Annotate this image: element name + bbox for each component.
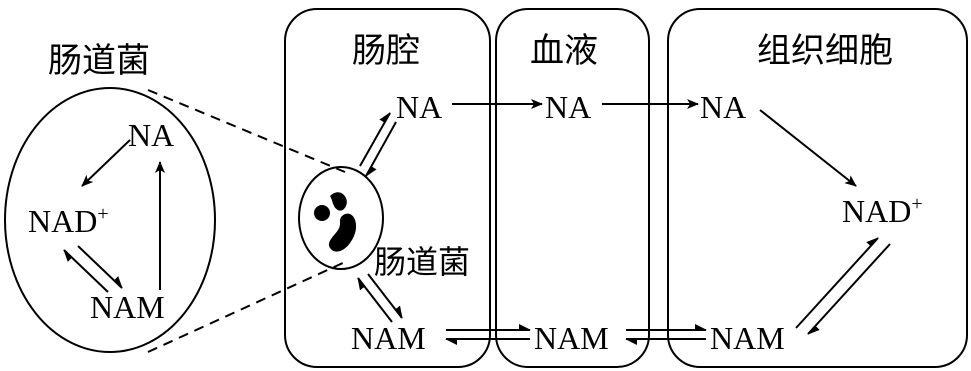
tissue-na-label: NA (700, 89, 746, 125)
blood-nam-label: NAM (534, 320, 609, 356)
lumen-nam-label: NAM (351, 320, 426, 356)
arrow-nad-to-nam-tissue (807, 243, 891, 335)
tissue-cells-label: 组织细胞 (757, 31, 893, 71)
left-nad-text: NAD (28, 203, 97, 239)
arrow-bacterium-to-na (359, 112, 391, 167)
zoom-line-top (147, 89, 346, 173)
bacterium-interior-icon (314, 192, 357, 252)
blood-label: 血液 (530, 31, 598, 71)
gut-bacterium-small (298, 166, 384, 270)
gut-bacteria-title: 肠道菌 (48, 41, 150, 81)
blood-box (495, 8, 650, 368)
left-nad-superscript: + (97, 203, 108, 225)
left-nam-label: NAM (90, 289, 165, 325)
tissue-nad-text: NAD (842, 193, 911, 229)
bacterium-label: 肠道菌 (374, 243, 470, 281)
arrow-na-to-nad-tissue (759, 109, 857, 187)
intestinal-lumen-box (284, 8, 491, 368)
arrow-na-to-nad-left (81, 139, 131, 187)
arrow-nam-to-nad-left (63, 249, 109, 293)
left-nad-label: NAD+ (28, 203, 109, 239)
left-na-label: NA (128, 117, 174, 153)
arrow-nad-to-nam-left (77, 245, 123, 289)
arrow-nam-to-bacterium (357, 277, 393, 323)
arrow-bacterium-to-nam (367, 273, 403, 319)
intestinal-lumen-label: 肠腔 (352, 31, 420, 71)
tissue-nad-label: NAD+ (842, 193, 923, 229)
arrow-na-to-bacterium (365, 121, 397, 177)
lumen-na-label: NA (396, 89, 442, 125)
tissue-nam-label: NAM (710, 320, 785, 356)
tissue-cells-box (667, 8, 968, 368)
arrow-nam-to-nad-tissue (795, 237, 879, 329)
blood-na-label: NA (545, 89, 591, 125)
gut-bacterium-enlarged (4, 87, 216, 353)
tissue-nad-superscript: + (911, 193, 922, 215)
zoom-line-bottom (147, 261, 346, 353)
